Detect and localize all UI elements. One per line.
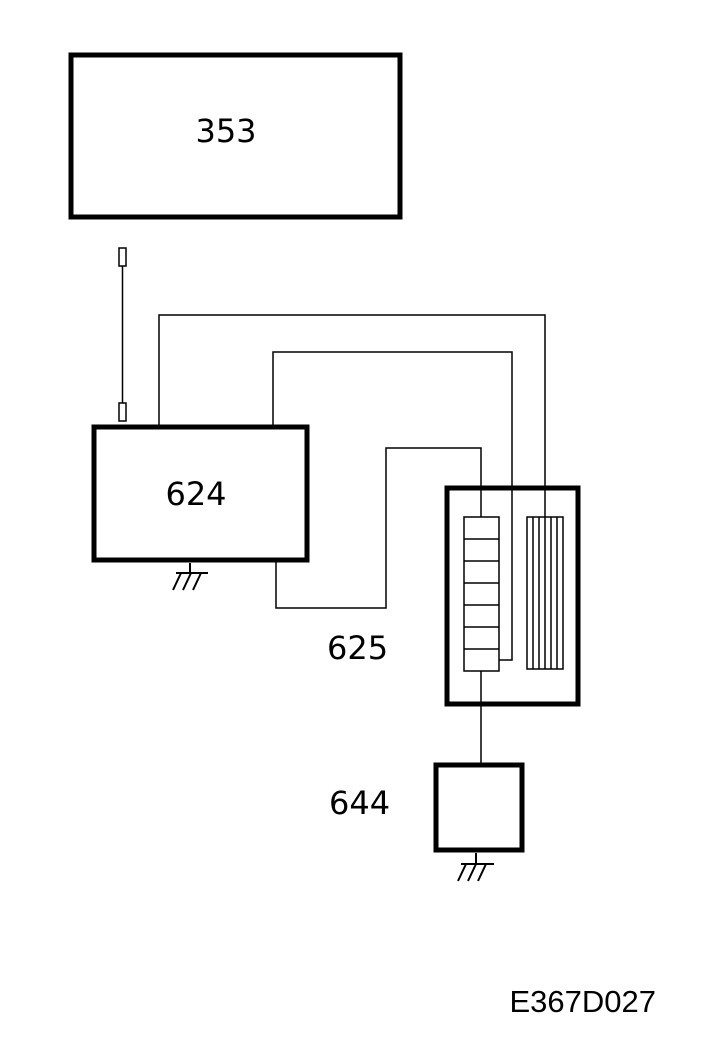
component-353: 353 xyxy=(68,52,403,220)
ground-symbol-624 xyxy=(172,563,208,591)
component-624-box xyxy=(91,424,310,563)
antenna-lead-top-connector xyxy=(118,247,127,267)
antenna-lead xyxy=(118,247,127,422)
component-625-right-connector xyxy=(526,516,564,670)
component-625-box xyxy=(444,485,581,707)
component-644: 644 xyxy=(329,762,525,882)
component-624: 624 xyxy=(91,424,310,591)
figure-code: E367D027 xyxy=(509,984,656,1019)
component-625-label: 625 xyxy=(327,629,388,667)
wire-inner xyxy=(275,447,482,609)
component-644-box xyxy=(433,762,525,853)
component-353-label: 353 xyxy=(195,112,256,150)
wire-outer xyxy=(158,314,546,517)
component-644-label: 644 xyxy=(329,784,390,822)
ground-symbol-644 xyxy=(457,853,494,882)
component-625-left-connector xyxy=(463,516,500,672)
wiring-harness xyxy=(158,314,546,661)
component-624-label: 624 xyxy=(165,475,226,513)
wire-middle xyxy=(272,351,513,661)
component-353-box xyxy=(68,52,403,220)
component-625: 625 xyxy=(327,485,581,707)
antenna-lead-bottom-connector xyxy=(118,402,127,422)
